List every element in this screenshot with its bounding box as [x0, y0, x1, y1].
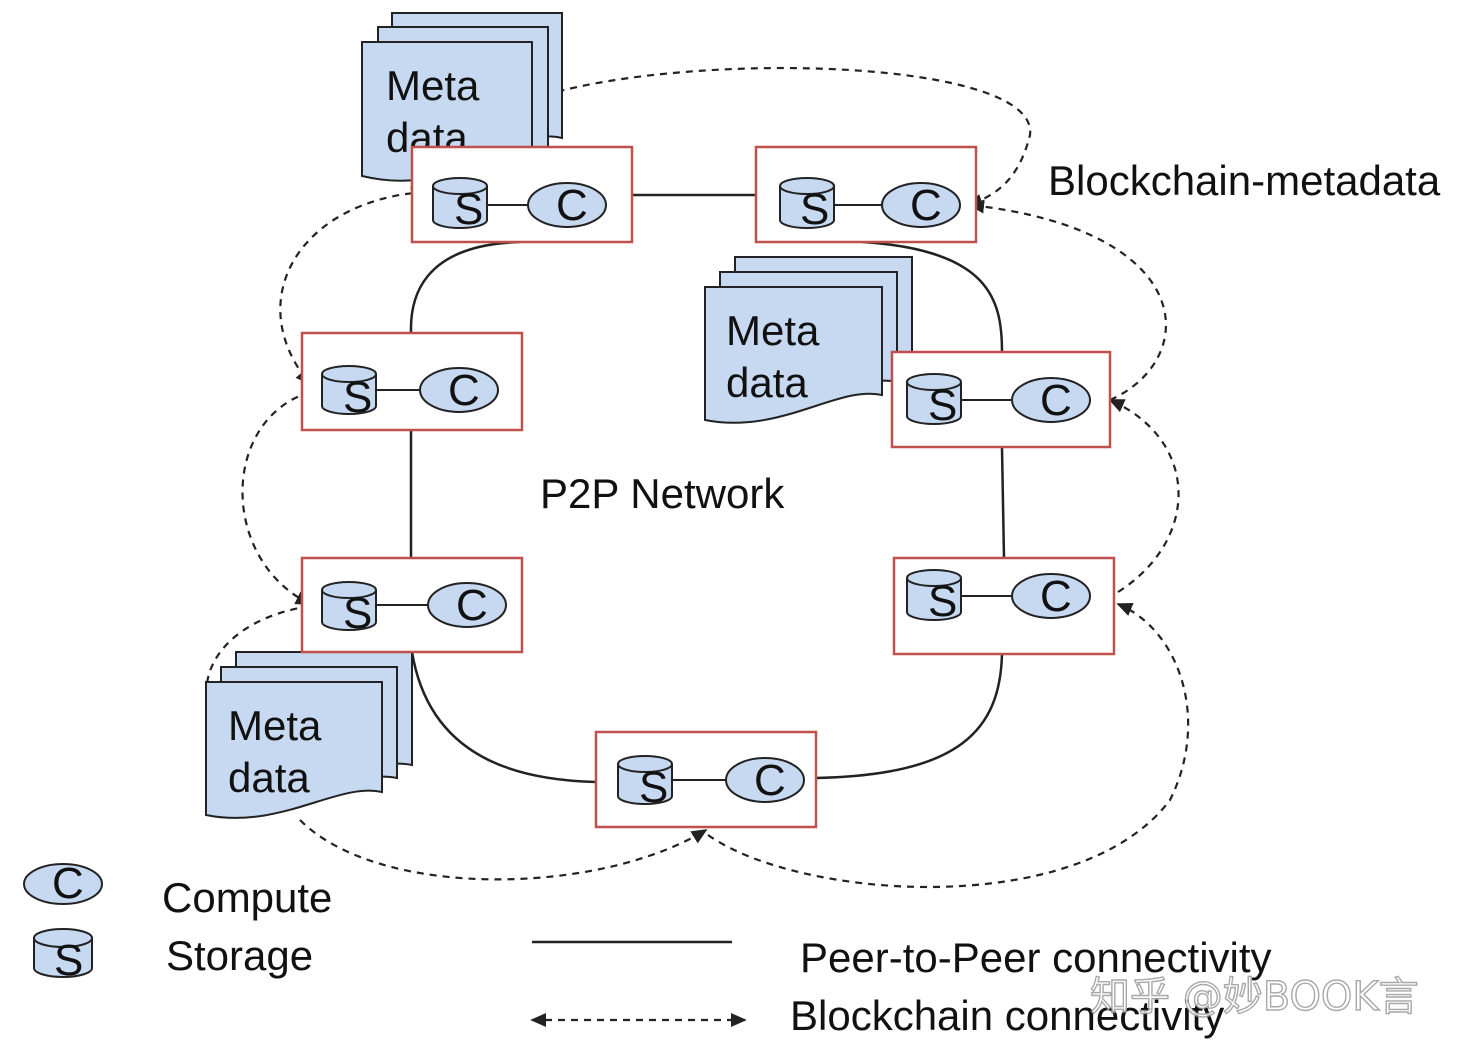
metadata-label-line1: Meta — [386, 62, 480, 109]
compute-ellipse-icon: C — [419, 366, 499, 415]
compute-glyph: C — [1040, 572, 1072, 621]
storage-cylinder-icon: S — [906, 569, 962, 626]
compute-ellipse-icon: C — [1011, 572, 1091, 621]
storage-glyph: S — [54, 936, 83, 985]
legend-blockchain-label: Blockchain connectivity — [790, 992, 1224, 1039]
storage-cylinder-icon: S — [432, 177, 488, 234]
compute-ellipse-icon: C — [23, 859, 103, 908]
storage-cylinder-icon: S — [321, 581, 377, 638]
metadata-doc-right: Meta data — [704, 256, 913, 424]
legend: C Compute S Storage Peer-to-Peer connect… — [23, 859, 1272, 1039]
blockchain-link — [968, 199, 1167, 402]
legend-storage-label: Storage — [166, 932, 313, 979]
storage-cylinder-icon: S — [906, 373, 962, 430]
p2p-link — [1000, 447, 1006, 559]
storage-glyph: S — [928, 577, 957, 626]
storage-cylinder-icon: S — [321, 365, 377, 422]
compute-ellipse-icon: C — [527, 181, 607, 230]
network-node: S C — [410, 145, 634, 244]
storage-glyph: S — [928, 381, 957, 430]
compute-glyph: C — [456, 581, 488, 630]
stacked-document-icon — [704, 256, 913, 424]
network-node: S C — [890, 350, 1112, 449]
blockchain-link — [279, 185, 427, 386]
metadata-label-line2: data — [228, 754, 310, 801]
blockchain-link — [707, 602, 1190, 888]
compute-glyph: C — [448, 366, 480, 415]
network-node: S C — [300, 556, 524, 654]
blockchain-link — [544, 66, 1032, 208]
p2p-link — [815, 653, 1004, 780]
storage-glyph: S — [343, 373, 372, 422]
metadata-label-line1: Meta — [228, 702, 322, 749]
compute-glyph: C — [556, 181, 588, 230]
p2p-connections — [409, 193, 1006, 784]
network-node: S C — [594, 730, 818, 829]
blockchain-metadata-label: Blockchain-metadata — [1048, 157, 1441, 204]
compute-ellipse-icon: C — [427, 581, 507, 630]
blockchain-link — [299, 819, 708, 881]
watermark: 知乎 @妙BOOK言 — [1090, 974, 1419, 1020]
compute-glyph: C — [1040, 376, 1072, 425]
p2p-link — [861, 240, 1004, 353]
compute-ellipse-icon: C — [1011, 376, 1091, 425]
storage-cylinder-icon: S — [33, 928, 93, 985]
network-node: S C — [300, 331, 524, 432]
metadata-label-line1: Meta — [726, 307, 820, 354]
compute-glyph: C — [754, 756, 786, 805]
stacked-document-icon — [205, 651, 413, 819]
compute-ellipse-icon: C — [881, 181, 961, 230]
metadata-label-line2: data — [726, 359, 808, 406]
compute-glyph: C — [52, 859, 84, 908]
storage-glyph: S — [454, 185, 483, 234]
compute-ellipse-icon: C — [725, 756, 805, 805]
storage-glyph: S — [639, 763, 668, 812]
center-label: P2P Network — [540, 470, 785, 517]
storage-glyph: S — [343, 589, 372, 638]
network-node: S C — [754, 145, 978, 244]
blockchain-link — [241, 390, 312, 605]
legend-p2p-label: Peer-to-Peer connectivity — [800, 934, 1272, 981]
legend-compute-label: Compute — [162, 874, 332, 921]
p2p-link — [410, 651, 597, 784]
p2p-link — [409, 240, 521, 334]
blockchain-link — [1108, 398, 1180, 593]
network-node: S C — [892, 556, 1116, 656]
metadata-doc-left: Meta data — [205, 651, 413, 819]
storage-cylinder-icon: S — [617, 755, 673, 812]
storage-cylinder-icon: S — [779, 177, 835, 234]
storage-glyph: S — [800, 185, 829, 234]
compute-glyph: C — [910, 181, 942, 230]
